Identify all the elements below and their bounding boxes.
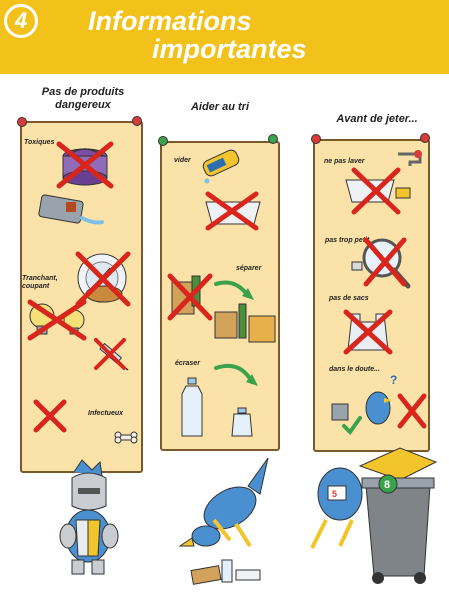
column-title-dangerous-line2: dangereux (55, 99, 111, 111)
lightbulb-icon (27, 299, 87, 341)
pushpin-icon (420, 133, 430, 143)
label-sharp-line1: Tranchant, (22, 275, 58, 282)
crushed-bottle-icon (231, 407, 253, 437)
pushpin-icon (268, 134, 278, 144)
header-banner: 4 Informations importantes (0, 0, 449, 74)
green-arrow-icon (214, 280, 254, 300)
paint-can-icon (56, 141, 114, 189)
label-sharp: Tranchant, coupant (22, 275, 58, 291)
label-empty: vider (174, 157, 191, 164)
label-sharp-line2: coupant (22, 283, 50, 290)
broken-plate-icon (75, 251, 131, 307)
label-not-too-small: pas trop petit (325, 237, 370, 244)
tripping-bird-mascot-icon (178, 457, 269, 585)
page-title-line2: importantes (152, 34, 307, 64)
sorted-packaging-icon (214, 303, 276, 343)
label-when-in-doubt: dans le doute... (329, 366, 380, 373)
food-tray-icon (205, 191, 261, 231)
svg-text:?: ? (390, 373, 397, 387)
pushpin-icon (158, 136, 168, 146)
column-title-sorting: Aider au tri (170, 101, 270, 114)
step-number-badge: 4 (4, 4, 38, 38)
doubt-bird-icon: ? (331, 373, 427, 436)
column-title-dangerous: Pas de produits dangereux (28, 86, 138, 112)
no-wash-tray-icon (345, 150, 422, 215)
bottle-emptying-icon (202, 149, 240, 184)
label-toxic: Toxiques (24, 139, 55, 146)
label-no-bags: pas de sacs (329, 295, 369, 302)
pushpin-icon (132, 116, 142, 126)
bin-number: 8 (384, 479, 390, 491)
magnifier-small-item-icon (351, 237, 411, 289)
spilled-can-icon (38, 194, 104, 225)
column-title-sorting-line1: Aider au tri (190, 101, 250, 113)
syringe-icon (94, 338, 129, 371)
label-crush: écraser (175, 360, 200, 367)
column-title-before-throwing: Avant de jeter... (322, 113, 432, 126)
column-title-before-throwing-line1: Avant de jeter... (336, 113, 418, 125)
page-title-line1: Informations (88, 6, 252, 36)
pushpin-icon (17, 117, 27, 127)
label-infectious: Infectueux (88, 410, 124, 417)
knight-bird-mascot-icon (59, 459, 119, 575)
svg-text:5: 5 (332, 489, 337, 499)
plastic-bag-icon (343, 309, 393, 355)
label-no-wash: ne pas laver (324, 158, 365, 165)
green-arrow-icon (214, 363, 258, 386)
bird-with-bin-mascot-icon: 5 8 (310, 447, 438, 584)
infectious-waste-icon (33, 399, 67, 433)
column-title-dangerous-line1: Pas de produits (41, 86, 125, 98)
bone-icon (114, 431, 138, 444)
mixed-waste-icon (167, 273, 213, 321)
plastic-bottle-icon (181, 377, 203, 437)
pushpin-icon (311, 134, 321, 144)
label-separate: séparer (236, 265, 262, 272)
